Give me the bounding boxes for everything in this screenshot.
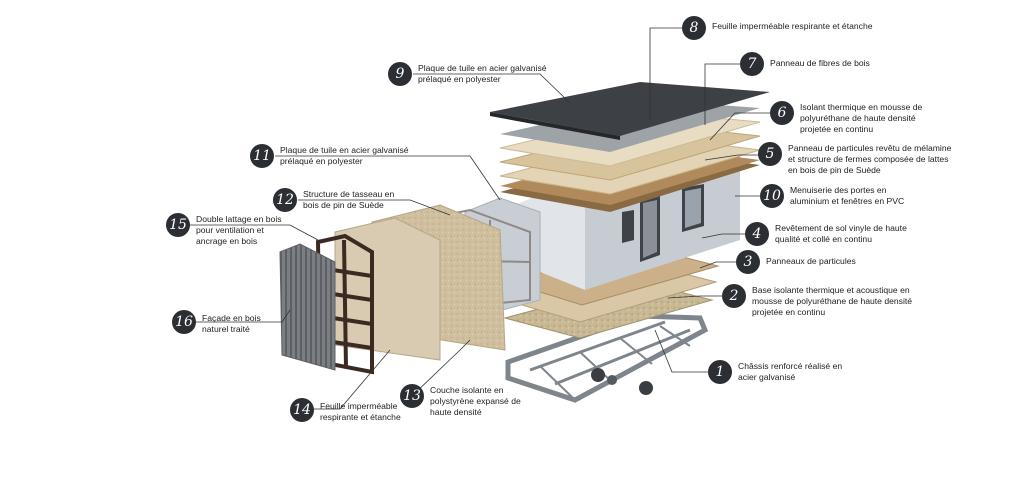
callout-text: Structure de tasseau en bois de pin de S… <box>303 189 395 210</box>
callout-12: 12 Structure de tasseau en bois de pin d… <box>273 188 394 212</box>
callout-1: 1 Châssis renforcé réalisé en acier galv… <box>708 360 842 384</box>
callout-text: Plaque de tuile en acier galvanisé préla… <box>280 145 409 166</box>
callout-5: 5 Panneau de particules revêtu de mélami… <box>758 142 951 176</box>
callout-number: 16 <box>172 310 196 334</box>
callout-3: 3 Panneaux de particules <box>736 250 856 274</box>
callout-number: 11 <box>250 144 274 168</box>
wall-layers <box>279 197 541 375</box>
callout-number: 9 <box>388 62 412 86</box>
callout-15: 15 Double lattage en bois pour ventilati… <box>166 213 282 247</box>
callout-text: Couche isolante en polystyrène expansé d… <box>430 385 521 417</box>
callout-text: Feuille imperméable respirante et étanch… <box>712 21 873 31</box>
callout-text: Isolant thermique en mousse de polyuréth… <box>800 102 923 134</box>
callout-10: 10 Menuiserie des portes en aluminium et… <box>760 184 904 208</box>
callout-16: 16 Façade en bois naturel traité <box>172 310 261 335</box>
callout-14: 14 Feuille imperméable respirante et éta… <box>290 398 401 423</box>
callout-number: 13 <box>400 384 424 408</box>
callout-number: 5 <box>758 142 782 166</box>
callout-text: Panneau de particules revêtu de mélamine… <box>788 143 952 175</box>
callout-4: 4 Revêtement de sol vinyle de haute qual… <box>745 222 907 246</box>
callout-11: 11 Plaque de tuile en acier galvanisé pr… <box>250 144 409 168</box>
callout-text: Revêtement de sol vinyle de haute qualit… <box>775 223 907 244</box>
callout-number: 6 <box>770 101 794 125</box>
callout-text: Feuille imperméable respirante et étanch… <box>320 401 401 422</box>
callout-6: 6 Isolant thermique en mousse de polyuré… <box>770 101 922 135</box>
callout-number: 12 <box>273 188 297 212</box>
callout-number: 14 <box>290 398 314 422</box>
callout-2: 2 Base isolante thermique et acoustique … <box>722 284 912 318</box>
callout-number: 1 <box>708 360 732 384</box>
callout-number: 15 <box>166 213 190 237</box>
callout-13: 13 Couche isolante en polystyrène expans… <box>400 384 521 418</box>
callout-number: 4 <box>745 222 769 246</box>
callout-text: Châssis renforcé réalisé en acier galvan… <box>738 361 843 382</box>
callout-number: 2 <box>722 284 746 308</box>
callout-number: 7 <box>740 52 764 76</box>
roof-layers <box>490 82 770 212</box>
callout-number: 8 <box>682 16 706 40</box>
callout-number: 10 <box>760 184 784 208</box>
leader-lines <box>190 27 770 410</box>
callout-text: Panneaux de particules <box>766 256 856 266</box>
callout-text: Menuiserie des portes en aluminium et fe… <box>790 185 905 206</box>
callout-text: Plaque de tuile en acier galvanisé préla… <box>418 63 547 84</box>
callout-text: Base isolante thermique et acoustique en… <box>752 285 913 317</box>
callout-number: 3 <box>736 250 760 274</box>
callout-text: Panneau de fibres de bois <box>770 58 870 68</box>
callout-8: 8 Feuille imperméable respirante et étan… <box>682 16 873 40</box>
callout-9: 9 Plaque de tuile en acier galvanisé pré… <box>388 62 547 86</box>
callout-text: Façade en bois naturel traité <box>202 313 261 334</box>
callout-7: 7 Panneau de fibres de bois <box>740 52 870 76</box>
callout-text: Double lattage en bois pour ventilation … <box>196 214 282 246</box>
